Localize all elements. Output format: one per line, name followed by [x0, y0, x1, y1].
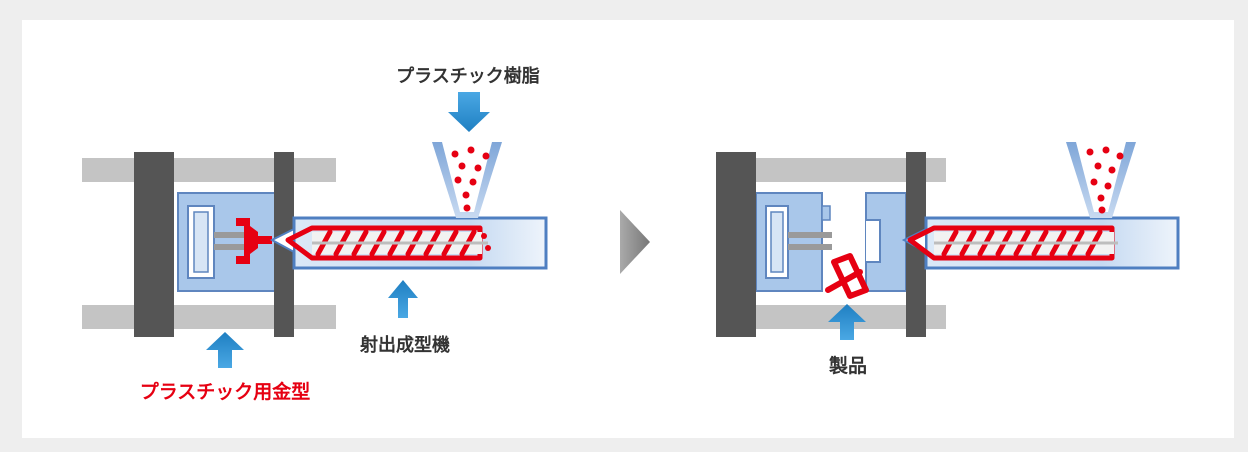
next-step-chevron-icon	[620, 210, 650, 274]
injection-barrel	[901, 216, 1180, 270]
moving-platen	[716, 152, 756, 337]
up-arrow-icon	[388, 280, 418, 318]
down-arrow-icon	[448, 92, 490, 132]
injection-barrel	[269, 216, 548, 270]
mold-label: プラスチック用金型	[140, 380, 311, 403]
product-label: 製品	[828, 355, 867, 377]
tie-bar-bottom	[82, 305, 336, 329]
up-arrow-icon	[206, 332, 244, 368]
mold-fixed-half	[865, 192, 907, 292]
ejected-product	[825, 253, 869, 299]
plastic-mold	[177, 192, 279, 292]
resin-hopper	[1066, 142, 1136, 218]
mold-moving-half	[755, 192, 832, 292]
fixed-platen	[134, 152, 174, 337]
resin-hopper	[432, 142, 502, 218]
resin-label: プラスチック樹脂	[396, 65, 540, 87]
machine-label: 射出成型機	[359, 334, 450, 356]
up-arrow-icon	[828, 304, 866, 340]
tie-bar-top	[82, 158, 336, 182]
stage-2-ejection: 製品	[716, 142, 1180, 377]
stage-1-injection: プラスチック樹脂 射出成型機 プラスチック用金型	[82, 65, 548, 403]
